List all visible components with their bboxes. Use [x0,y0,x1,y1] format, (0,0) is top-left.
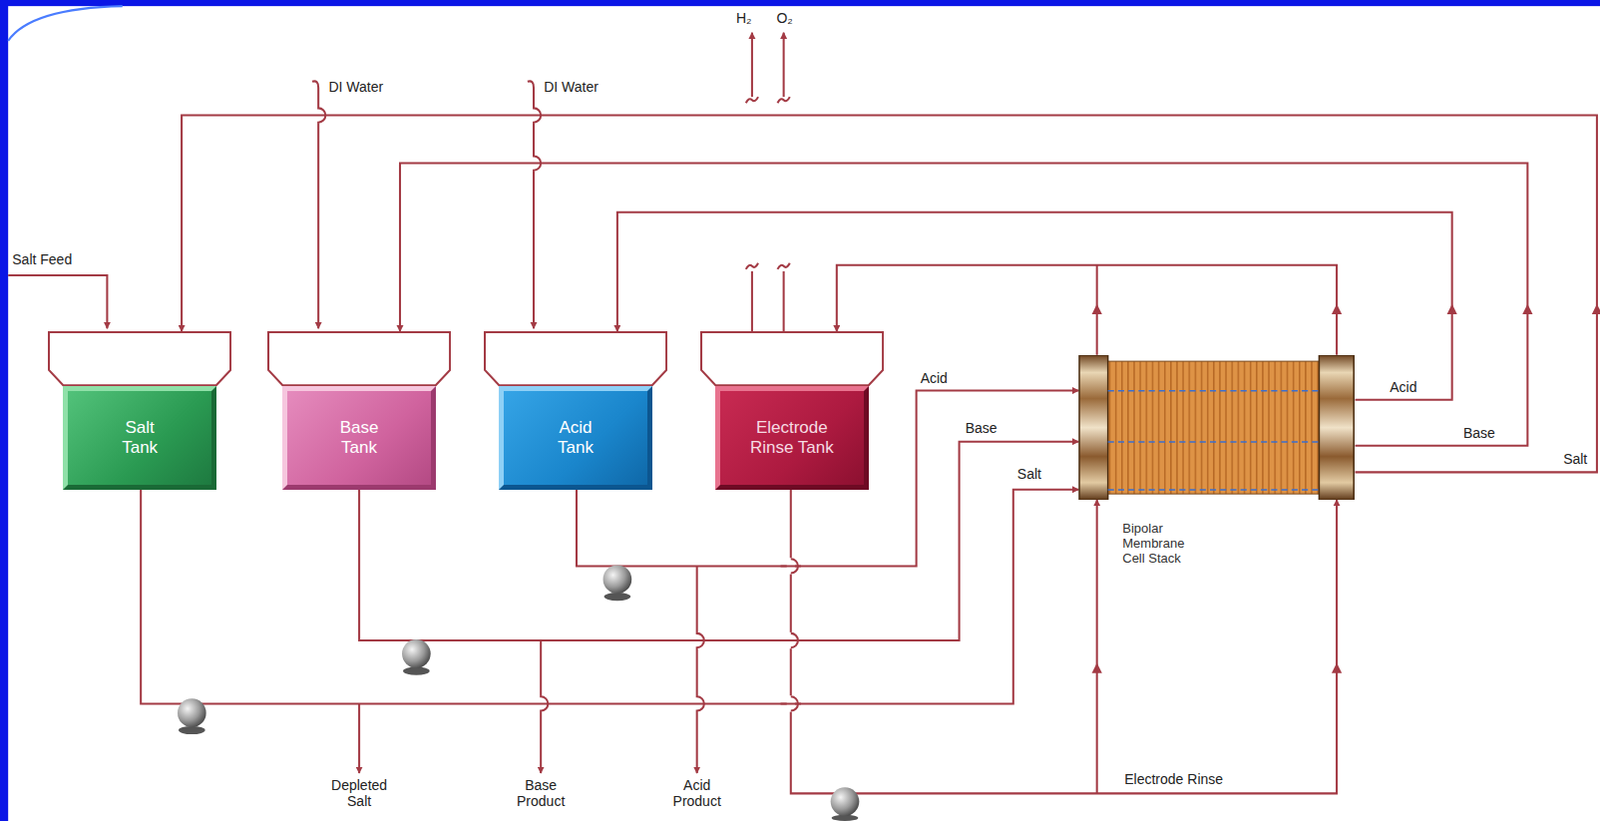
flow-connector [791,489,1337,795]
tank-funnel [701,332,883,386]
tank-label: Salt Tank [109,417,170,458]
pump-symbol [177,698,207,728]
pipe-line [746,263,759,270]
flow-arrow [1092,304,1600,674]
tank-funnel [268,332,450,386]
tank-funnel [48,332,231,386]
pump-symbol [830,787,860,816]
pipe-line [777,263,790,270]
bipolar-membrane-cell-stack: Bipolar Membrane Cell Stack [1078,355,1355,500]
pipe-line [783,32,786,97]
pipe-line [746,96,759,103]
pipe-line [783,271,786,332]
pipe-line [7,275,107,329]
pump-symbol [401,639,431,669]
pump-symbol [604,592,632,601]
pump-symbol [402,667,430,676]
tank-funnel [484,332,667,386]
flow-connector [1096,499,1099,794]
pipe-line [540,640,548,774]
line-hop [781,557,801,712]
flow-label: Acid [918,370,950,387]
tank-funnel [700,331,884,393]
tank-body: Acid Tank [498,386,652,490]
cell-stack-body [1078,355,1355,500]
flow-channel [1108,390,1320,393]
flow-arrow [1331,304,1342,315]
flow-label: Salt [1561,450,1590,467]
pipe-line [358,703,361,774]
flow-label: Base [963,419,1000,436]
tank-label: Acid Tank [545,417,606,458]
flow-arrow [1331,663,1342,674]
line-hop [781,565,801,704]
flow-label: Salt [1015,465,1044,482]
pipe-line [777,96,790,103]
flow-connector [836,265,1337,356]
pipe-line [527,80,541,329]
flow-connector [791,489,1337,795]
stack-label: Bipolar Membrane Cell Stack [1122,520,1202,566]
tank-funnel [483,331,668,393]
pump-symbol [177,564,859,821]
pipe-line [697,565,705,774]
annotation-label: Salt Feed [11,251,72,268]
tank-body: Salt Tank [62,386,216,490]
flow-arrow [1447,304,1458,315]
flow-arrow [1522,304,1533,315]
annotation-label: H₂ [732,9,757,26]
pipe-line [7,32,791,774]
annotation-label: DI Water [543,78,599,95]
annotation-label: Base Product [505,777,576,809]
flow-arrow [1592,304,1600,315]
acid-tank: Acid Tank [483,331,668,490]
membrane-stack [1107,361,1320,494]
end-plate [1319,355,1355,500]
tank-funnel [47,331,232,393]
tank-body: Base Tank [282,386,435,490]
flow-connector [140,489,1079,705]
flow-channel [1108,488,1320,491]
annotation-label: DI Water [328,78,384,95]
annotation-label: Acid Product [662,777,733,809]
flow-arrow [1092,304,1103,315]
flow-label: Electrode Rinse [1122,771,1225,788]
pump-symbol [178,726,206,735]
salt-tank: Salt Tank [47,331,232,490]
white-panel [7,5,1600,821]
tank-label: Base Tank [329,417,390,458]
pipe-line [751,32,754,97]
pump-symbol [603,564,633,594]
end-plate [1079,355,1109,500]
base-tank: Base Tank [267,331,451,490]
tank-body: Electrode Rinse Tank [715,386,868,490]
annotation-label: Depleted Salt [324,777,395,809]
tank-label: Electrode Rinse Tank [748,417,836,458]
flow-connector [140,489,1079,705]
corner-curve [7,5,123,41]
flow-label: Acid [1387,379,1419,396]
tank-funnel [267,331,451,393]
pipe-line [751,271,754,332]
flow-arrow [1092,663,1103,674]
annotation-label: O₂ [773,9,798,26]
flow-connector [836,265,1337,356]
flow-channel [1108,440,1320,443]
electrode-rinse-tank: Electrode Rinse Tank [700,331,884,490]
flow-label: Base [1461,424,1498,441]
pipe-line [312,80,326,329]
line-hop [791,558,799,711]
